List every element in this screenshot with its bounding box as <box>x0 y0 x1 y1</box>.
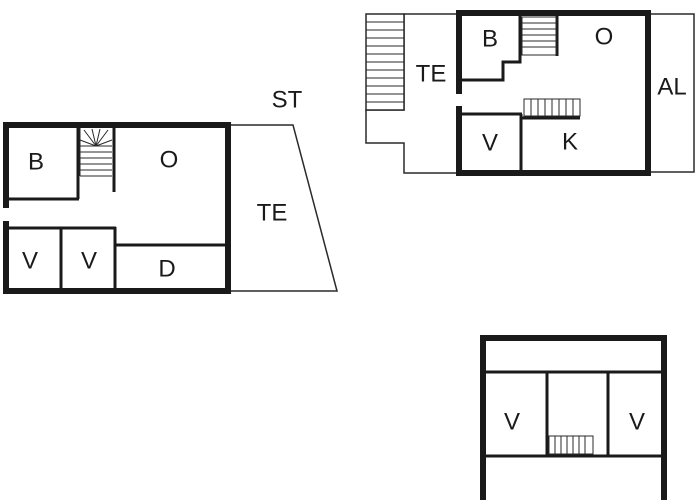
label-bedroom: B <box>28 149 44 176</box>
label-room-d: D <box>158 256 175 283</box>
label-terrace: TE <box>416 61 447 88</box>
label-st: ST <box>272 87 303 114</box>
label-room-2: V <box>81 248 97 275</box>
label-living: O <box>595 24 614 51</box>
label-kitchen: K <box>562 129 578 156</box>
wall-bedroom <box>462 16 522 82</box>
alcove-outline <box>647 13 695 173</box>
label-terrace: TE <box>257 200 288 227</box>
plan-top-right: B O TE AL V K <box>365 10 695 176</box>
exterior-wall <box>480 335 667 500</box>
label-alcove: AL <box>657 74 686 101</box>
label-room-1: V <box>22 248 38 275</box>
label-room-v: V <box>482 130 498 157</box>
label-room-left: V <box>504 409 520 436</box>
external-steps-treads <box>366 21 404 103</box>
stair-icon <box>523 98 581 117</box>
entrance-gap <box>2 208 10 221</box>
label-room-right: V <box>629 409 645 436</box>
stair-icon <box>548 435 594 455</box>
label-bedroom: B <box>482 26 498 53</box>
stair-icon <box>521 16 557 56</box>
label-living: O <box>160 147 179 174</box>
plan-left: B O TE V V D ST <box>2 87 338 294</box>
plan-bottom-right: V V <box>480 335 667 500</box>
stair-icon <box>79 128 113 177</box>
entrance-gap <box>455 94 463 106</box>
